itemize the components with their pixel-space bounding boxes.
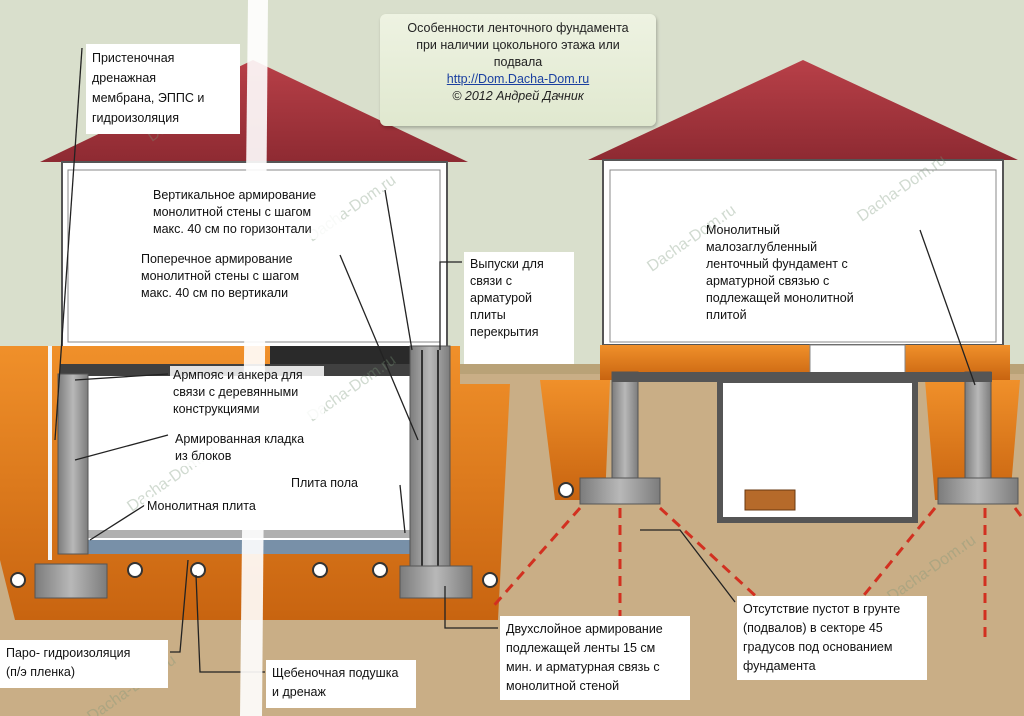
label-line: мин. и арматурная связь с: [506, 660, 660, 674]
label-monolithic-shallow: Монолитный малозаглубленный ленточный фу…: [700, 218, 915, 342]
drain-pipe: [190, 562, 206, 578]
label-line: градусов под основанием: [743, 640, 893, 654]
ribbon: [240, 0, 268, 716]
label-line: монолитной стеной: [506, 679, 620, 693]
label-vertical-rebar: Вертикальное армирование монолитной стен…: [150, 186, 341, 239]
title-line: при наличии цокольного этажа или: [416, 38, 620, 52]
masonry-wall: [57, 373, 89, 555]
shallow-footing-left: [579, 477, 661, 505]
label-line: Монолитный: [706, 223, 780, 237]
label-line: дренажная: [92, 71, 157, 85]
label-anchor-belt: Армпояс и анкера для связи с деревянными…: [170, 366, 324, 419]
site-link[interactable]: http://Dom.Dacha-Dom.ru: [446, 72, 590, 86]
drain-pipe: [372, 562, 388, 578]
label-no-voids: Отсутствие пустот в грунте (подвалов) в …: [737, 596, 927, 680]
label-line: Отсутствие пустот в грунте: [743, 602, 901, 616]
label-line: Двухслойное армирование: [506, 622, 663, 636]
label-double-rebar: Двухслойное армирование подлежащей ленты…: [500, 616, 690, 700]
trench-left: [540, 380, 610, 500]
label-line: макс. 40 см по горизонтали: [153, 222, 312, 236]
wall-right: [602, 159, 1004, 346]
label-line: перекрытия: [470, 325, 539, 339]
label-membrane: Пристеночная дренажная мембрана, ЭППС и …: [86, 44, 240, 134]
label-line: Пристеночная: [92, 51, 175, 65]
label-line: Щебеночная подушка: [272, 666, 399, 680]
drain-pipe: [558, 482, 574, 498]
shallow-wall-right: [964, 371, 992, 483]
label-reinforced-masonry: Армированная кладка из блоков: [172, 430, 318, 466]
basement-ceiling-dark: [270, 346, 410, 364]
ground-surface: [0, 364, 1024, 374]
drain-pipe: [312, 562, 328, 578]
shallow-wall-left: [611, 371, 639, 483]
shallow-footing-right: [937, 477, 1019, 505]
label-line: Паро- гидроизоляция: [6, 646, 131, 660]
label-line: Вертикальное армирование: [153, 188, 317, 202]
ground-beam: [612, 372, 992, 382]
label-line: Армированная кладка: [175, 432, 305, 446]
label-line: плитой: [706, 308, 747, 322]
title-line: Особенности ленточного фундамента: [407, 21, 629, 35]
copyright: © 2012 Андрей Дачник: [452, 89, 584, 103]
label-line: макс. 40 см по вертикали: [141, 286, 289, 300]
label-vapor-barrier: Паро- гидроизоляция (п/э пленка): [0, 640, 168, 688]
label-line: арматурой: [470, 291, 533, 305]
footing-left: [34, 563, 108, 599]
label-line: фундамента: [743, 659, 816, 673]
roof-right: [588, 60, 1018, 160]
title-line: подвала: [493, 55, 543, 69]
label-line: малозаглубленный: [706, 240, 818, 254]
footing-right: [399, 565, 473, 599]
label-gravel: Щебеночная подушка и дренаж: [266, 660, 416, 708]
label-line: Монолитная плита: [147, 499, 256, 513]
label-line: Выпуски для: [470, 257, 544, 271]
drain-pipe: [127, 562, 143, 578]
label-line: ленточный фундамент с: [706, 257, 848, 271]
label-monolithic-slab: Монолитная плита: [144, 497, 259, 516]
label-floor-slab: Плита пола: [288, 474, 361, 493]
label-line: связи с деревянными: [173, 385, 299, 399]
label-line: мембрана, ЭППС и: [92, 91, 205, 105]
label-line: арматурной связью с: [706, 274, 830, 288]
label-line: подлежащей ленты 15 см: [506, 641, 656, 655]
label-line: Армпояс и анкера для: [173, 368, 303, 382]
label-line: монолитной стены с шагом: [141, 269, 300, 283]
label-line: плиты: [470, 308, 506, 322]
wall-right-inner: [609, 169, 997, 343]
label-line: гидроизоляция: [92, 111, 179, 125]
monolithic-wall: [409, 345, 451, 567]
label-line: Поперечное армирование: [141, 252, 293, 266]
label-line: из блоков: [175, 449, 232, 463]
label-outlets: Выпуски для связи с арматурой плиты пере…: [464, 252, 574, 364]
title-scroll: Особенности ленточного фундамента при на…: [380, 14, 656, 126]
drain-pipe: [10, 572, 26, 588]
label-cross-rebar: Поперечное армирование монолитной стены …: [138, 250, 329, 303]
leader-lines: [54, 47, 976, 673]
label-line: монолитной стены с шагом: [153, 205, 312, 219]
label-line: (подвалов) в секторе 45: [743, 621, 883, 635]
label-line: конструкциями: [173, 402, 260, 416]
label-line: и дренаж: [272, 685, 326, 699]
label-line: (п/э пленка): [6, 665, 76, 679]
label-line: подлежащей монолитной: [706, 291, 854, 305]
label-line: Плита пола: [291, 476, 358, 490]
label-line: связи с: [470, 274, 512, 288]
drain-pipe: [482, 572, 498, 588]
brick: [744, 489, 796, 511]
